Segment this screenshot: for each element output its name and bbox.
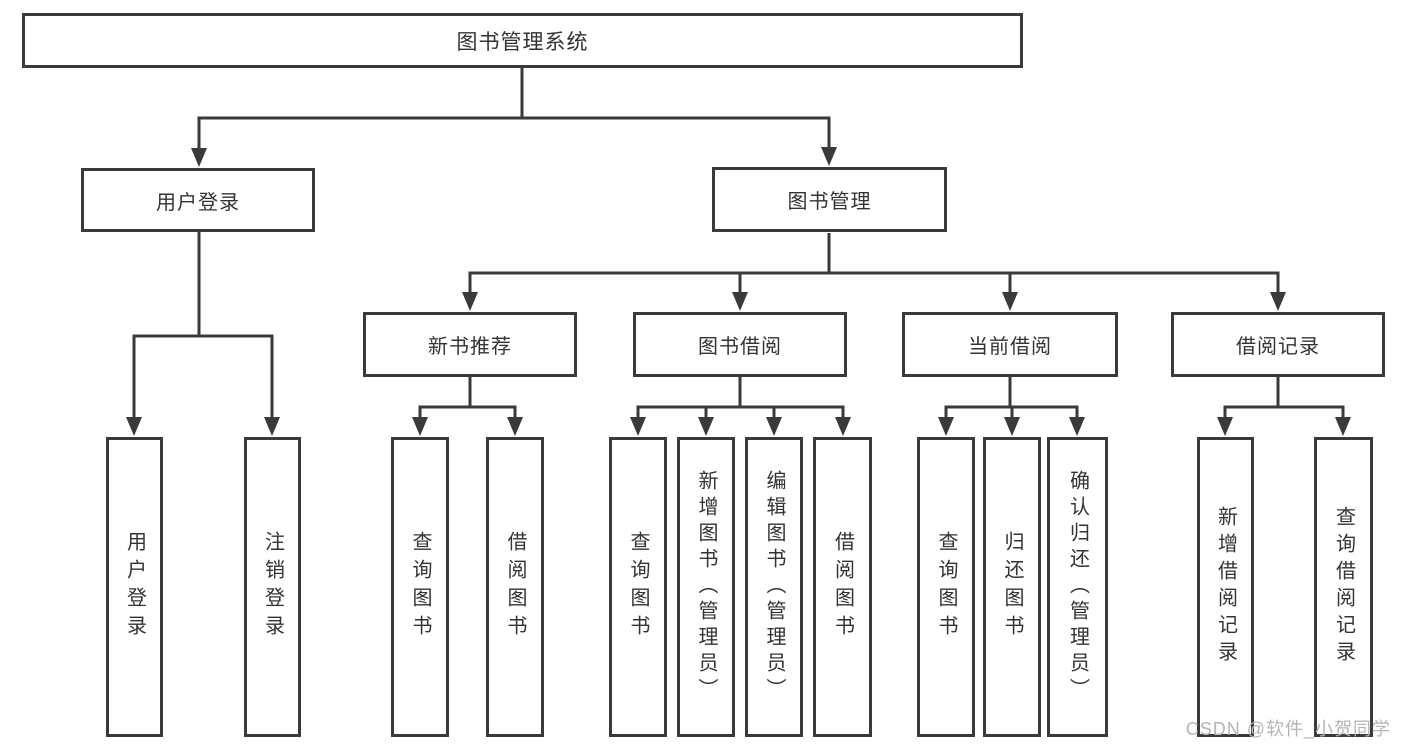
leaf-borrow-books-borrowing: 借阅图书 <box>813 437 872 737</box>
leaf-logout: 注销登录 <box>244 437 301 737</box>
leaf-query-books-current: 查询图书 <box>917 437 975 737</box>
watermark: CSDN @软件_小贺同学 <box>1185 719 1391 739</box>
node-book-management: 图书管理 <box>712 167 947 232</box>
node-book-borrowing: 图书借阅 <box>633 312 847 377</box>
node-user-login: 用户登录 <box>81 168 315 232</box>
leaf-borrow-books-recommend: 借阅图书 <box>486 437 544 737</box>
node-borrowing-records: 借阅记录 <box>1171 312 1385 377</box>
arrowhead-icons <box>126 147 1351 436</box>
leaf-return-books: 归还图书 <box>983 437 1041 737</box>
leaf-query-books-recommend: 查询图书 <box>391 437 449 737</box>
node-current-borrowing: 当前借阅 <box>902 312 1118 377</box>
leaf-query-books-borrowing: 查询图书 <box>609 437 667 737</box>
node-root: 图书管理系统 <box>22 13 1023 68</box>
leaf-query-borrow-record: 查询借阅记录 <box>1314 437 1373 737</box>
node-new-book-recommend: 新书推荐 <box>363 312 577 377</box>
leaf-add-borrow-record: 新增借阅记录 <box>1197 437 1254 737</box>
leaf-edit-book-admin: 编辑图书（管理员） <box>745 437 803 737</box>
leaf-add-book-admin: 新增图书（管理员） <box>677 437 735 737</box>
leaf-user-login: 用户登录 <box>106 437 163 737</box>
leaf-confirm-return-admin: 确认归还（管理员） <box>1047 437 1108 737</box>
